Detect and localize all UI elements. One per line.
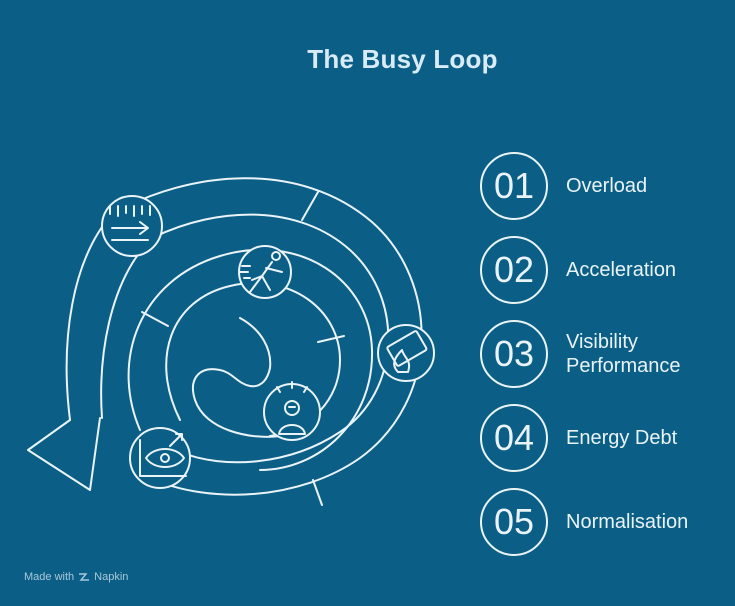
center-spiral [192,317,281,438]
made-with-text: Made with [24,571,75,583]
step-label: Acceleration [566,259,677,281]
band-divider-2 [312,479,323,506]
step-label: Normalisation [566,511,689,533]
made-with-footer[interactable]: Made with Napkin [24,571,128,583]
running-person-icon [238,245,292,299]
step-number-badge: 04 [480,404,548,472]
step-05: 05 Normalisation [480,486,735,558]
stressed-person-icon [263,381,321,441]
step-number-badge: 02 [480,236,548,304]
inner-loop-outer [127,248,374,471]
money-fire-icon [377,324,435,382]
loop-arrow-head [27,417,101,491]
outer-left-arc [65,213,113,421]
step-number-badge: 03 [480,320,548,388]
step-label: Visibility Performance [566,331,681,377]
inner-loop-inner [165,282,341,437]
step-label: Energy Debt [566,427,678,449]
dripping-arrow-icon [101,195,163,257]
inner-divider-1 [141,311,169,327]
band-divider-1 [301,191,319,221]
step-number-badge: 05 [480,488,548,556]
step-01: 01 Overload [480,150,735,222]
napkin-logo-icon [79,573,90,581]
outer-loop-band [111,177,423,496]
step-04: 04 Energy Debt [480,402,735,474]
outer-left-arc-inner [100,237,153,419]
busy-loop-diagram [27,177,435,506]
inner-divider-2 [317,335,345,343]
step-02: 02 Acceleration [480,234,735,306]
step-03: 03 Visibility Performance [480,318,735,390]
step-number-badge: 01 [480,152,548,220]
step-label: Overload [566,175,648,197]
diagram-title: The Busy Loop [307,44,498,74]
napkin-brand-text: Napkin [94,571,129,583]
eye-chart-icon [129,427,191,489]
